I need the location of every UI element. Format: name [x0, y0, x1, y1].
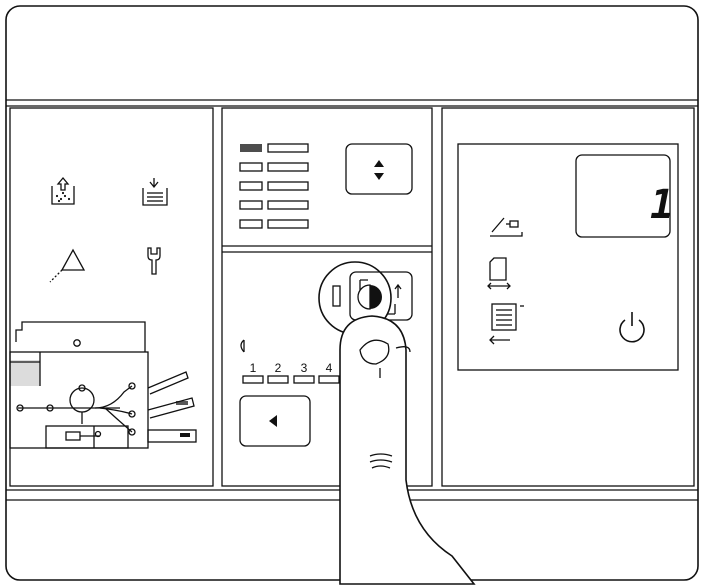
paper-size-label-box [267, 181, 309, 191]
density-led-2 [267, 375, 289, 384]
paper-size-led [239, 181, 263, 191]
density-led-3 [293, 375, 315, 384]
status-section [9, 107, 214, 487]
add-toner-icon [51, 176, 75, 205]
manual-exposure-indicator [332, 285, 341, 307]
display-panel [457, 143, 679, 371]
density-label-3: 3 [301, 361, 308, 375]
paper-size-label-box [267, 143, 309, 153]
density-led-4 [318, 375, 340, 384]
paper-size-led [240, 144, 262, 152]
quantity-display-window [575, 154, 671, 238]
density-leds [242, 375, 351, 384]
original-size-icon [490, 217, 523, 237]
paper-selection-section: 1 2 3 4 [221, 107, 433, 487]
paper-section-frame [221, 107, 433, 487]
paper-size-label-box [267, 200, 309, 210]
copy-size-icon [487, 257, 511, 290]
wrench-icon [147, 247, 161, 275]
pressing-finger [339, 315, 476, 585]
power-icon[interactable] [619, 312, 645, 343]
paper-size-indicators [239, 143, 309, 229]
density-label-4: 4 [326, 361, 333, 375]
density-label-1: 1 [250, 361, 257, 375]
add-paper-icon [142, 178, 168, 206]
paper-size-label-box [267, 219, 309, 229]
exposure-contrast-icon [357, 279, 402, 315]
warning-triangle-icon [49, 248, 86, 283]
lighter-icon [240, 339, 245, 353]
density-lighter-button[interactable] [239, 395, 311, 447]
quantity-display-value: 1 [650, 182, 674, 228]
paper-size-led [239, 200, 263, 210]
paper-feed-icon [489, 303, 524, 345]
density-led-1 [242, 375, 264, 384]
status-section-frame [9, 107, 214, 487]
density-label-2: 2 [275, 361, 282, 375]
paper-size-label-box [267, 162, 309, 172]
quantity-section: 1 [441, 107, 695, 487]
output-tray-led [176, 401, 188, 405]
quantity-section-frame [441, 107, 695, 487]
paper-select-button[interactable] [345, 143, 413, 195]
auto-exposure-button[interactable] [349, 271, 413, 321]
copier-diagram [9, 321, 197, 449]
paper-size-led [239, 219, 263, 229]
paper-size-led [239, 162, 263, 172]
